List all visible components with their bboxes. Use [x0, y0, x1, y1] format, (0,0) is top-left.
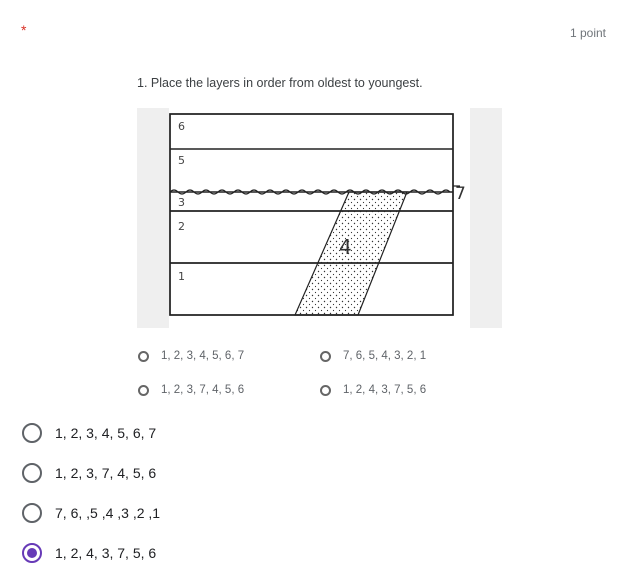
choice-option-1[interactable]: 1, 2, 3, 4, 5, 6, 7 [22, 413, 160, 453]
answer-choices: 1, 2, 3, 4, 5, 6, 7 1, 2, 3, 7, 4, 5, 6 … [22, 413, 160, 573]
image-radio-icon [138, 384, 149, 396]
layer-2-label: 2 [178, 220, 185, 233]
image-radio-icon [320, 384, 331, 396]
choice-label: 1, 2, 3, 7, 4, 5, 6 [55, 465, 157, 481]
unconformity-7-label: 7 [455, 184, 466, 204]
choice-label: 1, 2, 4, 3, 7, 5, 6 [55, 545, 157, 561]
layer-6-label: 6 [178, 120, 185, 133]
points-label: 1 point [569, 26, 606, 40]
choice-label: 1, 2, 3, 4, 5, 6, 7 [55, 425, 157, 441]
choice-option-2[interactable]: 1, 2, 3, 7, 4, 5, 6 [22, 453, 160, 493]
required-asterisk: * [21, 22, 27, 38]
rock-layers-diagram: 6 5 3 2 1 4 7 [137, 108, 502, 328]
choice-option-4[interactable]: 1, 2, 4, 3, 7, 5, 6 [22, 533, 160, 573]
image-option-a: 1, 2, 3, 4, 5, 6, 7 [138, 350, 244, 362]
image-radio-icon [138, 350, 149, 362]
choice-label: 7, 6, ,5 ,4 ,3 ,2 ,1 [55, 505, 161, 521]
radio-button[interactable] [22, 543, 42, 563]
image-option-b: 7, 6, 5, 4, 3, 2, 1 [320, 350, 426, 362]
question-text: 1. Place the layers in order from oldest… [137, 76, 423, 90]
layer-3-label: 3 [178, 196, 185, 209]
image-radio-icon [320, 350, 331, 362]
image-option-c: 1, 2, 3, 7, 4, 5, 6 [138, 384, 244, 396]
layer-1-label: 1 [178, 270, 185, 283]
layer-5-label: 5 [178, 154, 185, 167]
choice-option-3[interactable]: 7, 6, ,5 ,4 ,3 ,2 ,1 [22, 493, 160, 533]
image-option-d: 1, 2, 4, 3, 7, 5, 6 [320, 384, 426, 396]
radio-button[interactable] [22, 423, 42, 443]
radio-button[interactable] [22, 503, 42, 523]
dike-4-label: 4 [339, 235, 352, 259]
radio-button[interactable] [22, 463, 42, 483]
question-image: 1. Place the layers in order from oldest… [130, 70, 510, 410]
